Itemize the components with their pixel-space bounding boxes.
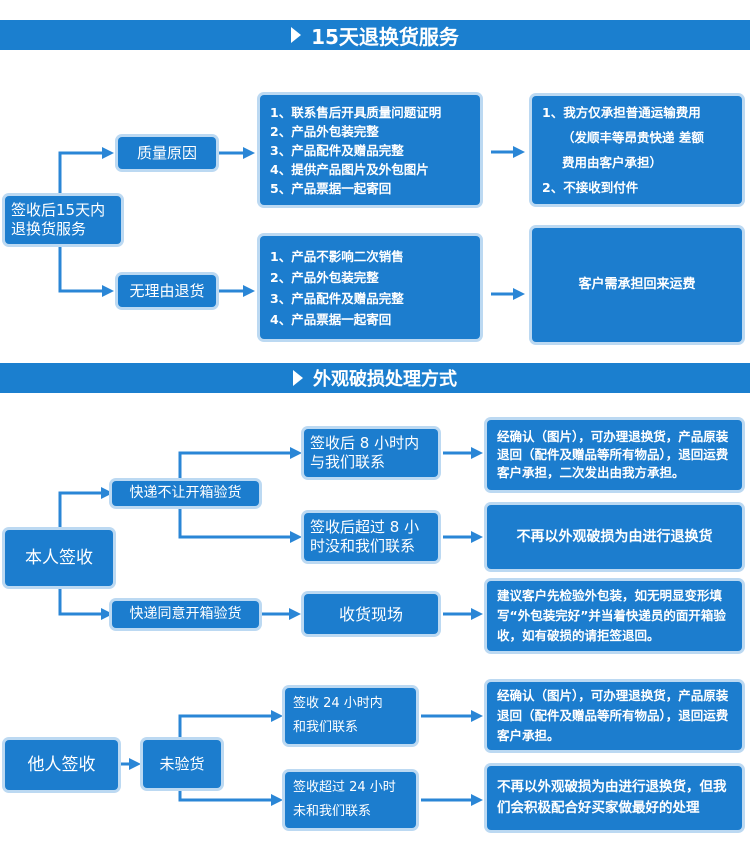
courier-allow-inspect-node: 快递同意开箱验货 xyxy=(112,601,259,628)
list-item: 2、产品外包装完整 xyxy=(270,123,379,139)
courier-no-inspect-node: 快递不让开箱验货 xyxy=(112,481,259,506)
quality-requirements-box: 1、联系售后开具质量问题证明 2、产品外包装完整 3、产品配件及赠品完整 4、提… xyxy=(260,95,480,205)
self-signed-node: 本人签收 xyxy=(5,530,113,586)
banner-title: 15天退换货服务 xyxy=(311,24,459,49)
over-24h-result-box: 不再以外观破损为由进行退换货，但我们会积极配合好买家做最好的处理 xyxy=(487,766,742,830)
list-item: 3、产品配件及赠品完整 xyxy=(270,142,404,158)
quality-result-box: 1、我方仅承担普通运输费用 （发顺丰等昂贵快递 差额 费用由客户承担） 2、不接… xyxy=(532,96,742,204)
list-item: 1、我方仅承担普通运输费用 xyxy=(542,105,701,120)
root-15day-return: 签收后15天内 退换货服务 xyxy=(5,196,121,244)
onsite-receipt-node: 收货现场 xyxy=(304,594,438,634)
noreason-requirements-box: 1、产品不影响二次销售 2、产品外包装完整 3、产品配件及赠品完整 4、产品票据… xyxy=(260,236,480,339)
quality-reason-node: 质量原因 xyxy=(118,137,216,169)
list-item: 3、产品配件及赠品完整 xyxy=(270,290,404,306)
list-item: 1、产品不影响二次销售 xyxy=(270,248,404,264)
connector-root-noreason xyxy=(58,244,103,293)
other-signed-node: 他人签收 xyxy=(5,740,118,790)
list-item: 2、不接收到付件 xyxy=(542,180,639,195)
noreason-result-box: 客户需承担回来运费 xyxy=(532,228,742,342)
triangle-icon xyxy=(293,370,303,386)
within-24h-node: 签收 24 小时内 和我们联系 xyxy=(285,688,416,744)
within-8h-result-box: 经确认（图片），可办理退换货，产品原装退回（配件及赠品等所有物品），退回运费客户… xyxy=(487,420,742,490)
list-item: 费用由客户承担） xyxy=(562,155,663,170)
triangle-icon xyxy=(291,27,302,43)
over-24h-node: 签收超过 24 小时 未和我们联系 xyxy=(285,772,416,828)
within-8h-node: 签收后 8 小时内 与我们联系 xyxy=(304,429,438,477)
list-item: （发顺丰等昂贵快递 差额 xyxy=(562,130,704,145)
list-item: 4、提供产品图片及外包图片 xyxy=(270,161,429,177)
not-inspected-node: 未验货 xyxy=(143,740,221,788)
over-8h-result-box: 不再以外观破损为由进行退换货 xyxy=(487,505,742,569)
list-item: 1、联系售后开具质量问题证明 xyxy=(270,104,442,120)
within-24h-result-box: 经确认（图片），可办理退换货，产品原装退回（配件及赠品等所有物品），退回运费客户… xyxy=(487,682,742,750)
connector-self-inspect xyxy=(58,586,102,616)
list-item: 2、产品外包装完整 xyxy=(270,269,379,285)
banner-damage-handling: 外观破损处理方式 xyxy=(0,363,750,393)
connector-root-quality xyxy=(58,151,103,196)
connector-self-noinspect xyxy=(58,491,102,530)
banner-title: 外观破损处理方式 xyxy=(313,369,457,390)
list-item: 5、产品票据一起寄回 xyxy=(270,180,392,196)
list-item: 4、产品票据一起寄回 xyxy=(270,311,392,327)
onsite-result-box: 建议客户先检验外包装，如无明显变形填写“外包装完好”并当着快递员的面开箱验收，如… xyxy=(487,581,742,651)
no-reason-return-node: 无理由退货 xyxy=(118,275,216,307)
banner-15day-returns: 15天退换货服务 xyxy=(0,20,750,50)
over-8h-node: 签收后超过 8 小 时没和我们联系 xyxy=(304,513,438,561)
